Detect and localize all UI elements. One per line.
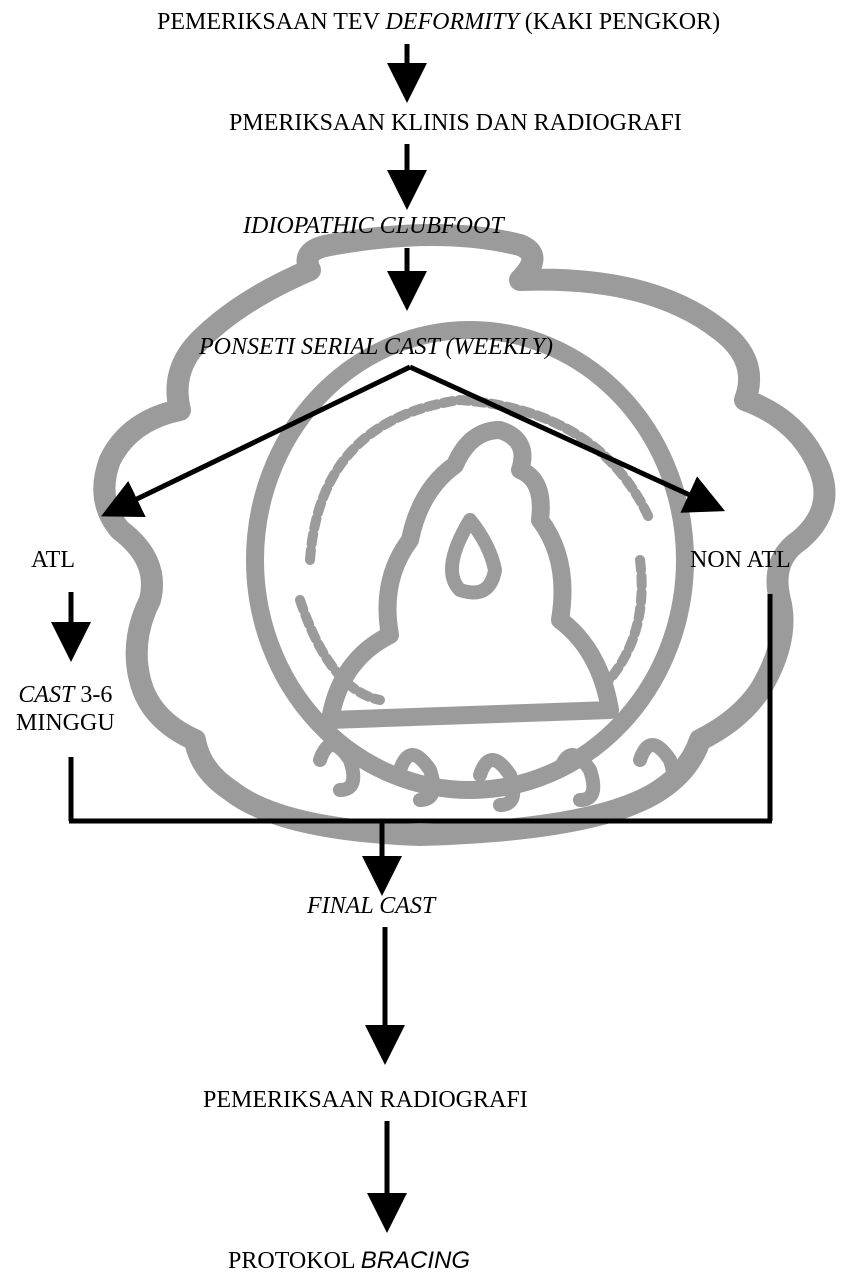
node-idiopathic-clubfoot: IDIOPATHIC CLUBFOOT	[243, 212, 504, 240]
node-pemeriksaan-radiografi: PEMERIKSAAN RADIOGRAFI	[203, 1086, 528, 1114]
node-final-cast: FINAL CAST	[307, 892, 435, 920]
arrow-ponseti-to-atl	[110, 367, 410, 512]
node-pemeriksaan-tev-text-3: (KAKI PENGKOR)	[519, 9, 720, 35]
node-pemeriksaan-tev-text-2: DEFORMITY	[385, 9, 518, 35]
node-protokol-text-2: BRACING	[361, 1247, 470, 1274]
node-cast-3-6-minggu: CAST 3-6 MINGGU	[16, 681, 115, 737]
node-pemeriksaan-klinis: PMERIKSAAN KLINIS DAN RADIOGRAFI	[229, 109, 682, 137]
node-pemeriksaan-tev-text-1: PEMERIKSAAN TEV	[157, 9, 385, 35]
node-pemeriksaan-tev: PEMERIKSAAN TEV DEFORMITY (KAKI PENGKOR)	[157, 8, 720, 36]
node-protokol-bracing: PROTOKOL BRACING	[228, 1247, 470, 1275]
node-cast-line-1: CAST 3-6	[16, 681, 115, 709]
node-atl: ATL	[31, 546, 75, 574]
arrow-ponseti-to-non-atl	[410, 367, 716, 507]
node-non-atl: NON ATL	[690, 546, 791, 574]
node-cast-text-2: 3-6	[74, 682, 112, 708]
node-protokol-text-1: PROTOKOL	[228, 1248, 361, 1274]
node-ponseti-serial-cast: PONSETI SERIAL CAST (WEEKLY)	[199, 333, 553, 361]
node-cast-text-1: CAST	[18, 682, 74, 708]
node-cast-text-3: MINGGU	[16, 709, 115, 737]
